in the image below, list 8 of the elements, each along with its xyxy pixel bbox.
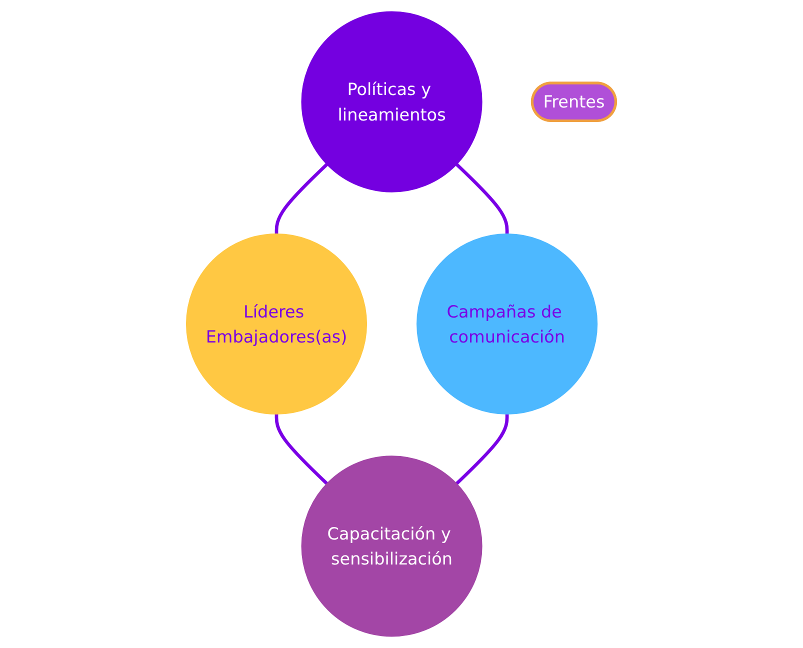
node-circle: Campañas de comunicación — [416, 233, 598, 415]
connector — [456, 163, 510, 234]
connector — [275, 163, 328, 234]
connector — [456, 414, 510, 485]
node-circle: Políticas y lineamientos — [302, 11, 483, 192]
node-circle: Capacitación y sensibilización — [302, 456, 483, 637]
node-circle: Líderes Embajadores(as) — [186, 233, 368, 415]
connector — [275, 414, 328, 485]
